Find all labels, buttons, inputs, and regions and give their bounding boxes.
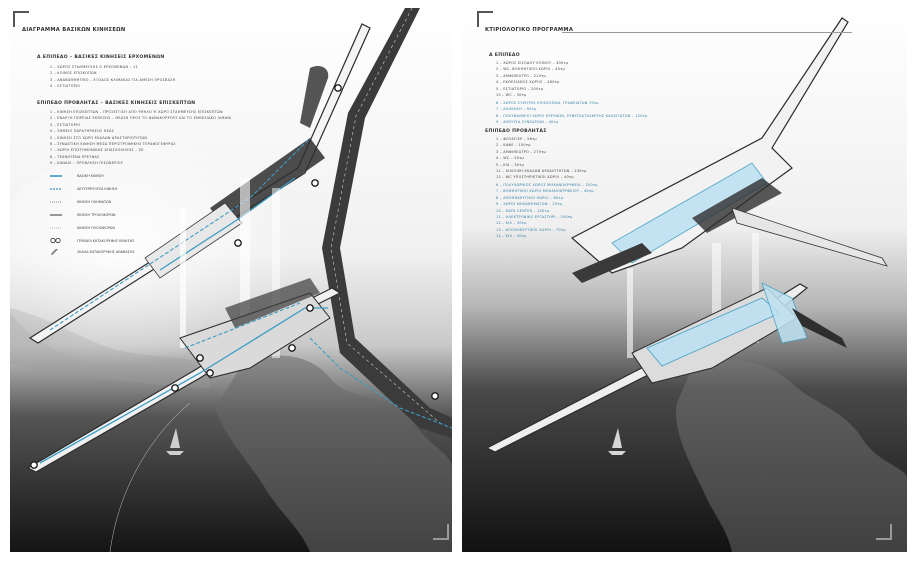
list-item: 1 – ΧΩΡΟΣ ΕΙΣΟΔΟΥ ΚΟΙΝΟΥ – 300τμ <box>496 61 569 65</box>
list-item: 9 – ΚΑΝΑΛΙ – ΠΡΟΒΛΗΣΗ ΠΙΣΩΝΕΡΙΟΥ <box>50 161 124 166</box>
legend-item: ΔΕΥΤΕΡΕΥΟΥΣΑ ΚΙΝΗΣΗ <box>50 187 117 191</box>
list-item: 3 – ΕΣΤΙΑΤΟΡΙΟ <box>50 122 81 127</box>
frame-corner-bottom <box>876 524 892 540</box>
section-a-list: 1 – ΧΩΡΟΣ ΣΤΑΘΜΕΥΣΗΣ Ο ΕΡΧΟΜΕΝΩΝ – 11 2 … <box>50 64 176 90</box>
list-item: 7 – ΔΙΟΙΚΗΣΗ – 50τμ <box>496 107 537 112</box>
dashed-blue-line-icon <box>50 188 62 190</box>
list-item: 8 – ΠΟΛΥΒΑΘΜΙΟΙ ΧΩΡΟΙ ΕΡΕΥΝΩΝ, ΣΥΝΕΓΚΑΤΑ… <box>496 113 648 118</box>
dotted-gray-line-icon <box>50 201 62 203</box>
list-item: 14 – ΚΙΧ – 30τμ <box>496 234 527 239</box>
list-item: 1 – ΚΙΝΗΣΗ ΕΠΙΣΚΕΠΤΩΝ – ΠΡΟΣΕΓΓΙΣΗ ΑΠΟ Υ… <box>50 110 223 114</box>
list-item: 2 – ΚΑΦΕ – 150τμ <box>496 143 531 148</box>
circulation-diagram-drawing <box>10 8 452 552</box>
list-item: 4 – WC – 50τμ <box>496 156 524 161</box>
list-item: 5 – ΚΙΝΗΣΗ ΣΤΟ ΧΩΡΟ ΕΚΑΛΩΝ ΔΡΑΣΤΗΡΙΟΤΗΤΩ… <box>50 135 148 140</box>
main-route-lower <box>39 307 328 464</box>
list-item: 4 – ΣΗΜΕΙΟ ΠΑΡΑΤΗΡΗΣΗΣ ΘΕΑΣ <box>50 129 115 134</box>
list-item: 10 – WC – 30τμ <box>496 93 527 98</box>
list-item: 11 – ΧΙΛΙΟΙΚΗ ΕΚΑΛΩΝ ΑΡΧΑΙΟΤΗΤΩΝ – 230τμ <box>496 169 587 174</box>
list-item: 1 – ΦΟΥΑΓΙΕΡ – 58τμ <box>496 137 537 141</box>
coastline <box>676 359 907 552</box>
building-program-panel: ΚΤΙΡΙΟΛΟΓΙΚΟ ΠΡΟΓΡΑΜΜΑ Α ΕΠΙΠΕΔΟ 1 – ΧΩΡ… <box>462 8 907 552</box>
list-item: 10 – DATA CENTER – 100τμ <box>496 208 550 213</box>
title-rule <box>562 32 852 33</box>
list-item: 8 – ΤΕΧΝΗΤΕΝΑ ΕΡΕΥΝΑΣ <box>50 154 100 159</box>
legend-item: ΚΙΝΗΣΗ ΠΛΟΙΟΦΟΡΩΝ <box>50 226 115 230</box>
crane-icon <box>50 237 61 244</box>
route-nodes <box>30 84 439 469</box>
list-item: 6 – ΣΥΝΔΕΤΙΚΗ ΚΙΝΗΣΗ ΜΕΣΩ ΠΕΡΙΣΤΡΟΦΗΚΗΣ … <box>50 142 176 147</box>
solid-blue-line-icon <box>50 175 62 177</box>
circulation-diagram-panel: ΔΙΑΓΡΑΜΜΑ ΒΑΣΙΚΩΝ ΚΙΝΗΣΕΩΝ Α ΕΠΙΠΕΔΟ – Β… <box>10 8 452 552</box>
list-item: 6 – ΧΩΡΟΣ ΣΥΖΗΤΗΣ ΕΠΙΣΚΟΠΩΝ, ΓΡΑΦΕΙΑΤΩΝ … <box>496 101 599 105</box>
list-item: 9 – ΧΩΡΟΙ ΜΗΧΑΝΗΜΑΤΩΝ – 25τμ <box>496 202 563 207</box>
section-heading-b: ΕΠΙΠΕΔΟ ΠΡΟΒΛΗΤΑΣ <box>485 129 547 134</box>
section-b-blue-list: 6 – ΠΟΛΥΧΩΡΙΚΟΣ ΧΩΡΟΣ ΜΗΧΑΝΟΚΡΥΦΕΙΑ – 25… <box>496 182 598 240</box>
road <box>322 8 452 438</box>
list-item: 3 – ΑΜΦΙΘΕΑΤΡΟ – 270τμ <box>496 149 546 154</box>
list-item: 5 – ΕΣΤΙΑΤΟΡΙΟ – 200τμ <box>496 86 544 91</box>
section-b-list: 1 – ΦΟΥΑΓΙΕΡ – 58τμ 2 – ΚΑΦΕ – 150τμ 3 –… <box>496 136 587 181</box>
sailboat <box>166 428 184 455</box>
section-a-blue-list: 6 – ΧΩΡΟΣ ΣΥΖΗΤΗΣ ΕΠΙΣΚΟΠΩΝ, ΓΡΑΦΕΙΑΤΩΝ … <box>496 100 648 126</box>
frame-corner-bottom <box>433 524 449 540</box>
list-item: 3 – ΑΜΦΙΘΕΑΤΡΟ – 210τμ <box>496 73 546 78</box>
solid-gray-line-icon <box>50 214 62 216</box>
dotted-light-line-icon <box>50 227 62 229</box>
legend-item: ΚΙΝΗΣΗ ΤΡΟΧΟΦΟΡΩΝ <box>50 213 115 217</box>
list-item: 4 – ΕΣΤΙΑΤΟΡΙΟ <box>50 84 81 89</box>
list-item: 7 – ΒΟΗΘΗΤΙΚΟΙ ΧΩΡΟΙ ΜΗΧΑΝΟΚΡΥΦΕΙΟΥ – 40… <box>496 189 594 194</box>
list-item: 6 – ΠΟΛΥΧΩΡΙΚΟΣ ΧΩΡΟΣ ΜΗΧΑΝΟΚΡΥΦΕΙΑ – 25… <box>496 183 598 187</box>
frame-corner-top <box>13 11 29 27</box>
list-item: 12 – ΚΙΧ – 30τμ <box>496 221 527 226</box>
list-item: 2 – ΕΝΑΡΞΗ ΠΟΡΕΙΑΣ ΕΚΘΕΣΗΣ – ΘΕΑΣΗ ΠΡΟΣ … <box>50 116 232 121</box>
coastline <box>215 355 452 552</box>
list-item: 8 – ΑΠΟΘΗΚΕΥΤΙΚΟΙ ΧΩΡΟΙ – 80τμ <box>496 195 564 200</box>
section-b-list: 1 – ΚΙΝΗΣΗ ΕΠΙΣΚΕΠΤΩΝ – ΠΡΟΣΕΓΓΙΣΗ ΑΠΟ Υ… <box>50 109 231 167</box>
panel-title: ΔΙΑΓΡΑΜΜΑ ΒΑΣΙΚΩΝ ΚΙΝΗΣΕΩΝ <box>22 27 126 33</box>
legend-item: ΒΑΣΙΚΗ ΚΙΝΗΣΗ <box>50 174 104 178</box>
list-item: 13 – ΑΠΟΘΗΚΕΥΤΙΚΟΙ ΧΩΡΟΙ – 70τμ <box>496 227 566 232</box>
building-program-drawing <box>462 8 907 552</box>
section-a-list: 1 – ΧΩΡΟΣ ΕΙΣΟΔΟΥ ΚΟΙΝΟΥ – 300τμ 2 – WC,… <box>496 60 568 98</box>
list-item: 12 – WC ΥΠΟΣΤΗΡΙΚΤΙΚΟΙ ΧΩΡΟΙ – 40τμ <box>496 175 574 180</box>
sailboat <box>608 428 626 455</box>
secondary-route <box>49 137 311 331</box>
list-item: 3 – ΑΝΑΒΑΘΜΗΤΙΚΟ – ΕΞΟΔΟΣ ΚΛΙΜΑΚΑΣ ΓΙΑ Α… <box>50 77 176 82</box>
panel-title: ΚΤΙΡΙΟΛΟΓΙΚΟ ΠΡΟΓΡΑΜΜΑ <box>485 27 574 33</box>
list-item: 11 – ΗΛΕΚΤΡΟΝΙΚΟ ΕΡΓΑΣΤΗΡΙ – 250τμ <box>496 215 573 220</box>
frame-corner-top <box>477 11 493 27</box>
list-item: 1 – ΧΩΡΟΣ ΣΤΑΘΜΕΥΣΗΣ Ο ΕΡΧΟΜΕΝΩΝ – 11 <box>50 65 139 69</box>
stair-icon <box>51 249 58 255</box>
list-item: 9 – ΑΙΘΟΥΣΑ ΣΥΝΕΔΡΙΩΝ – 40τμ <box>496 120 559 125</box>
section-heading-a: Α ΕΠΙΠΕΔΟ <box>489 53 520 58</box>
list-item: 2 – ΚΟΙΝΟΣ ΕΠΙΣΚΟΠΩΝ <box>50 71 97 76</box>
list-item: 4 – ΕΚΘΕΣΙΑΚΟΣ ΧΩΡΟΣ – 480τμ <box>496 80 560 85</box>
legend-item: ΓΕΡΑΝΟΙ ΚΑΤΑΚΟΡΥΦΗΣ ΚΙΝΗΣΗΣ <box>50 237 134 244</box>
legend-item: ΚΙΝΗΣΗ ΟΧΗΜΑΤΩΝ <box>50 200 111 204</box>
list-item: 5 – ΚΙΧ – 30τμ <box>496 162 525 167</box>
upper-building <box>570 17 849 274</box>
list-item: 2 – WC, ΒΟΗΘΗΤΙΚΟΙ ΧΩΡΟΙ – 40τμ <box>496 67 565 72</box>
sea-background <box>462 8 907 552</box>
legend-item: ΣΚΑΛΑ ΚΑΤΑΚΟΡΥΦΗΣ ΑΝΑΒΑΣΗΣ <box>50 248 135 255</box>
list-item: 7 – ΧΩΡΟΙ ΕΠΙΣΤΗΜΟΝΙΚΗΣ ΑΠΑΣΧΟΛΗΣΗΣ – ΖΕ <box>50 148 144 153</box>
section-heading-b: ΕΠΙΠΕΔΟ ΠΡΟΒΛΗΤΑΣ – ΒΑΣΙΚΕΣ ΚΙΝΗΣΕΙΣ ΕΠΙ… <box>37 101 196 106</box>
section-heading-a: Α ΕΠΙΠΕΔΟ – ΒΑΣΙΚΕΣ ΚΙΝΗΣΕΙΣ ΕΡΧΟΜΕΝΩΝ <box>37 55 165 60</box>
